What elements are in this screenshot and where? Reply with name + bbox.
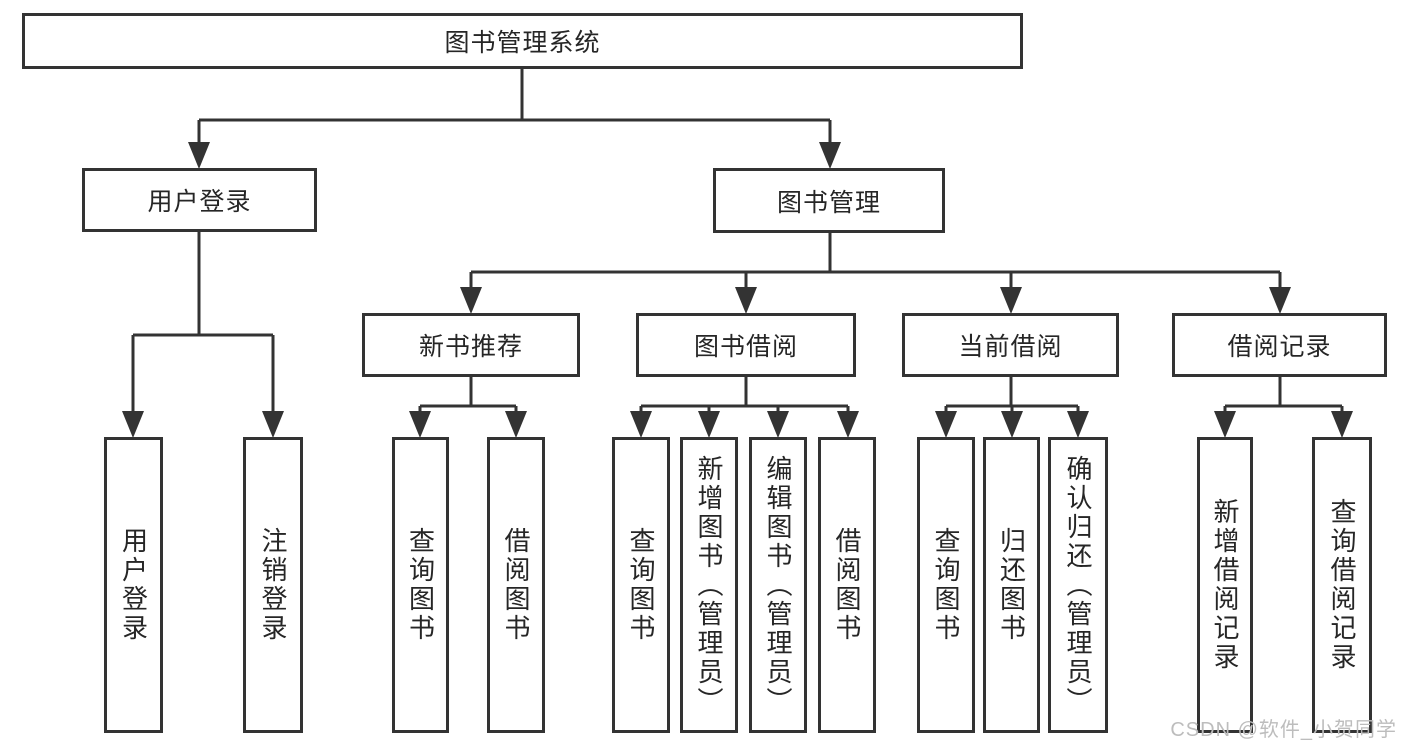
arrow-down-icons [122,142,1353,438]
leaf-newbooks-query-books-label: 查询图书 [405,527,436,643]
leaf-borrow-borrow-books-label: 借阅图书 [832,527,862,643]
node-new-book-recommend-label: 新书推荐 [418,333,523,361]
node-borrow-records: 借阅记录 [1172,313,1387,377]
leaf-borrow-query-books: 查询图书 [612,437,670,733]
node-root-label: 图书管理系统 [444,29,601,57]
leaf-records-query-record: 查询借阅记录 [1312,437,1372,733]
leaf-current-confirm-return-admin: 确认归还（管理员） [1048,437,1108,733]
leaf-current-return-books: 归还图书 [983,437,1040,733]
leaf-logout-label: 注销登录 [258,527,288,643]
leaf-borrow-edit-books-admin-label: 编辑图书（管理员） [763,454,793,716]
node-user-login: 用户登录 [82,168,317,232]
node-user-login-label: 用户登录 [147,188,252,216]
csdn-watermark: CSDN @软件_小贺同学 [1170,719,1397,741]
node-book-borrow-label: 图书借阅 [693,333,798,361]
leaf-borrow-edit-books-admin: 编辑图书（管理员） [749,437,807,733]
leaf-borrow-query-books-label: 查询图书 [626,527,656,643]
leaf-borrow-add-books-admin: 新增图书（管理员） [680,437,738,733]
leaf-records-query-record-label: 查询借阅记录 [1327,498,1357,672]
leaf-current-confirm-return-admin-label: 确认归还（管理员） [1063,454,1093,716]
node-root: 图书管理系统 [22,13,1023,69]
node-current-borrow-label: 当前借阅 [958,333,1063,361]
leaf-current-return-books-label: 归还图书 [996,527,1027,643]
leaf-borrow-borrow-books: 借阅图书 [818,437,876,733]
leaf-current-query-books-label: 查询图书 [931,527,961,643]
leaf-records-add-record: 新增借阅记录 [1197,437,1253,733]
leaf-current-query-books: 查询图书 [917,437,975,733]
leaf-records-add-record-label: 新增借阅记录 [1210,498,1240,672]
node-borrow-records-label: 借阅记录 [1227,333,1332,361]
node-book-management-label: 图书管理 [776,188,881,217]
node-book-management: 图书管理 [713,168,945,233]
leaf-newbooks-borrow-books: 借阅图书 [487,437,545,733]
leaf-newbooks-borrow-books-label: 借阅图书 [501,527,531,643]
leaf-user-login: 用户登录 [104,437,163,733]
leaf-logout: 注销登录 [243,437,303,733]
leaf-borrow-add-books-admin-label: 新增图书（管理员） [694,454,724,716]
leaf-user-login-label: 用户登录 [118,527,149,643]
node-new-book-recommend: 新书推荐 [362,313,580,377]
node-current-borrow: 当前借阅 [902,313,1119,377]
node-book-borrow: 图书借阅 [636,313,856,377]
leaf-newbooks-query-books: 查询图书 [392,437,449,733]
